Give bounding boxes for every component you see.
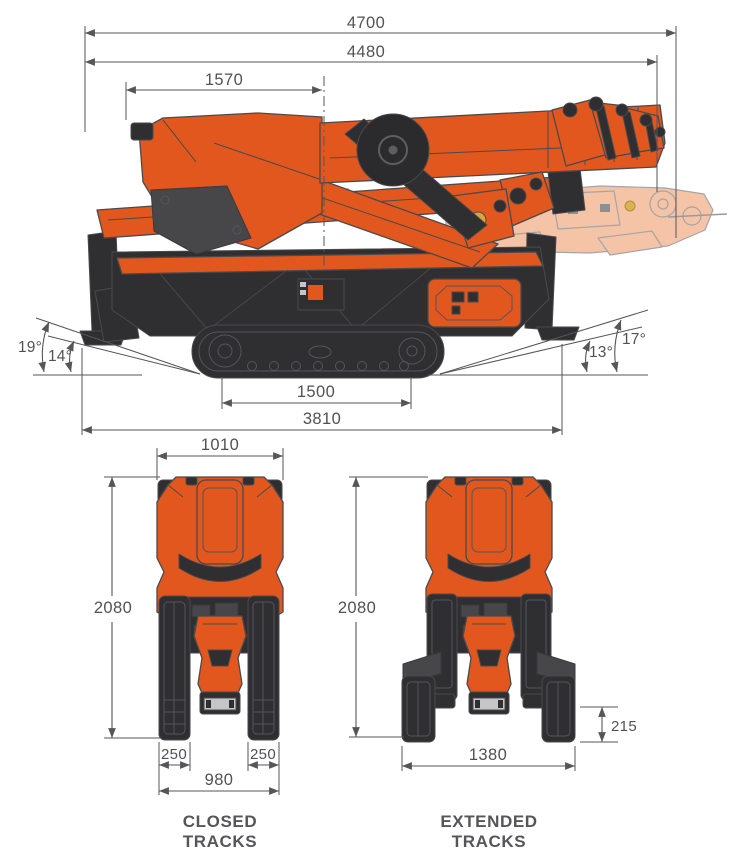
crane-top-view-extended bbox=[401, 476, 576, 743]
dim-250-right: 250 bbox=[247, 742, 280, 795]
boom-illustration bbox=[96, 96, 666, 269]
dim-215-label: 215 bbox=[611, 718, 637, 735]
dim-1500: 1500 bbox=[221, 377, 412, 409]
dim-1380-label: 1380 bbox=[469, 746, 507, 764]
dim-1380: 1380 bbox=[401, 746, 576, 771]
angle-13-label: 13° bbox=[589, 344, 613, 361]
extended-tracks-caption-line1: EXTENDED bbox=[440, 812, 537, 831]
dim-1010-label: 1010 bbox=[201, 436, 239, 454]
angle-17-label: 17° bbox=[622, 331, 646, 348]
extended-tracks-caption-line2: TRACKS bbox=[452, 832, 526, 851]
dim-4480-label: 4480 bbox=[347, 43, 385, 61]
dim-2080-closed: 2080 bbox=[94, 476, 160, 739]
dim-3810-label: 3810 bbox=[303, 410, 341, 428]
dim-1570: 1570 bbox=[125, 71, 325, 268]
dim-250-right-label: 250 bbox=[250, 746, 276, 763]
dim-4700: 4700 bbox=[84, 14, 677, 238]
undercarriage-illustration bbox=[79, 230, 580, 379]
dim-215: 215 bbox=[580, 706, 637, 743]
dim-2080-closed-label: 2080 bbox=[94, 599, 132, 617]
closed-tracks-caption-line2: TRACKS bbox=[183, 832, 257, 851]
dim-3810: 3810 bbox=[81, 344, 563, 435]
angle-14-label: 14° bbox=[48, 348, 72, 365]
dim-980: 980 bbox=[159, 771, 279, 795]
angle-19-label: 19° bbox=[18, 339, 42, 356]
dim-1500-label: 1500 bbox=[297, 383, 335, 401]
closed-tracks-caption-line1: CLOSED bbox=[183, 812, 257, 831]
crane-top-view-closed bbox=[156, 476, 284, 741]
dim-4700-label: 4700 bbox=[347, 14, 385, 32]
dim-2080-extended-label: 2080 bbox=[338, 599, 376, 617]
dim-1570-label: 1570 bbox=[205, 71, 243, 89]
dim-4480: 4480 bbox=[85, 43, 658, 192]
dim-1010: 1010 bbox=[156, 436, 284, 480]
angle-front: 19° 14° bbox=[18, 317, 201, 376]
dim-250-left: 250 bbox=[158, 742, 191, 795]
dim-2080-extended: 2080 bbox=[338, 476, 428, 738]
dim-250-left-label: 250 bbox=[161, 746, 187, 763]
angle-rear: 13° 17° bbox=[428, 309, 649, 376]
dim-980-label: 980 bbox=[205, 771, 234, 789]
